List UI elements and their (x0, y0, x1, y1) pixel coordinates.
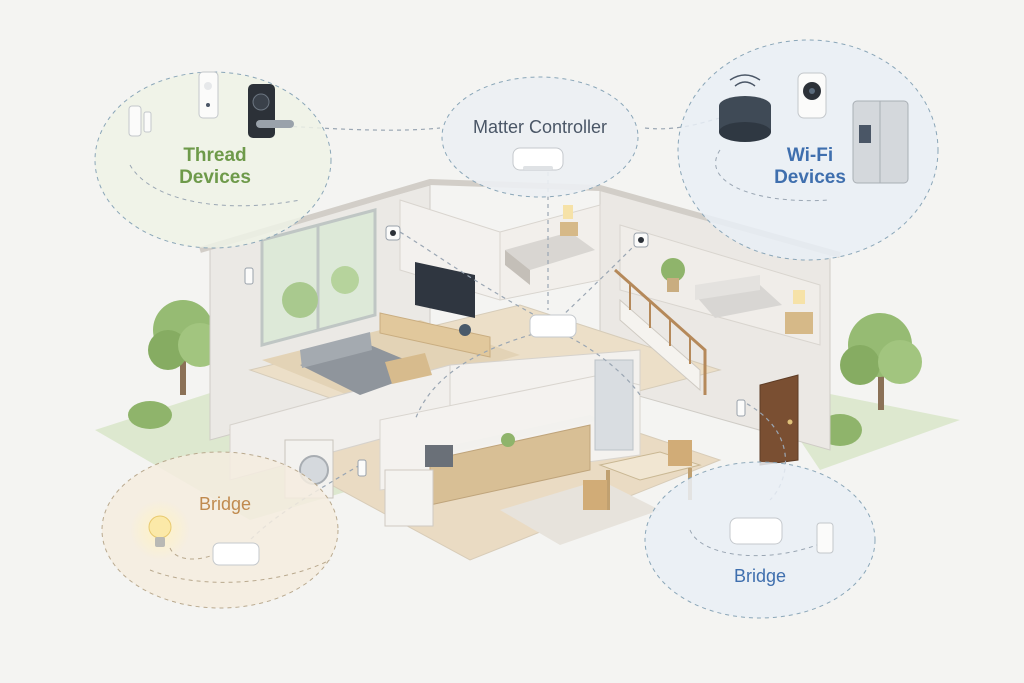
motion-sensor-icon (199, 72, 218, 118)
door-icon (760, 375, 798, 465)
matter-hub-icon (513, 148, 563, 170)
camera-icon (386, 226, 400, 240)
thread-label-line2: Devices (150, 167, 280, 189)
door-sensor-icon (817, 523, 833, 553)
door-sensor-icon (358, 460, 366, 476)
bridge-left-zone (102, 452, 338, 608)
bridge-right-label: Bridge (695, 566, 825, 587)
bridge-hub-icon (730, 518, 782, 544)
camera-icon (634, 233, 648, 247)
matter-hub-icon (530, 315, 576, 337)
camera-icon (798, 73, 826, 118)
bridge-right-zone (645, 462, 875, 618)
thread-devices-label: Thread Devices (150, 145, 280, 189)
thread-label-line1: Thread (150, 145, 280, 167)
wifi-label-line2: Devices (745, 167, 875, 189)
matter-controller-label: Matter Controller (440, 117, 640, 138)
wifi-devices-label: Wi-Fi Devices (745, 145, 875, 189)
bridge-left-label: Bridge (160, 494, 290, 515)
wifi-label-line1: Wi-Fi (745, 145, 875, 167)
door-sensor-icon (737, 400, 745, 416)
bridge-hub-icon (213, 543, 259, 565)
door-sensor-icon (245, 268, 253, 284)
